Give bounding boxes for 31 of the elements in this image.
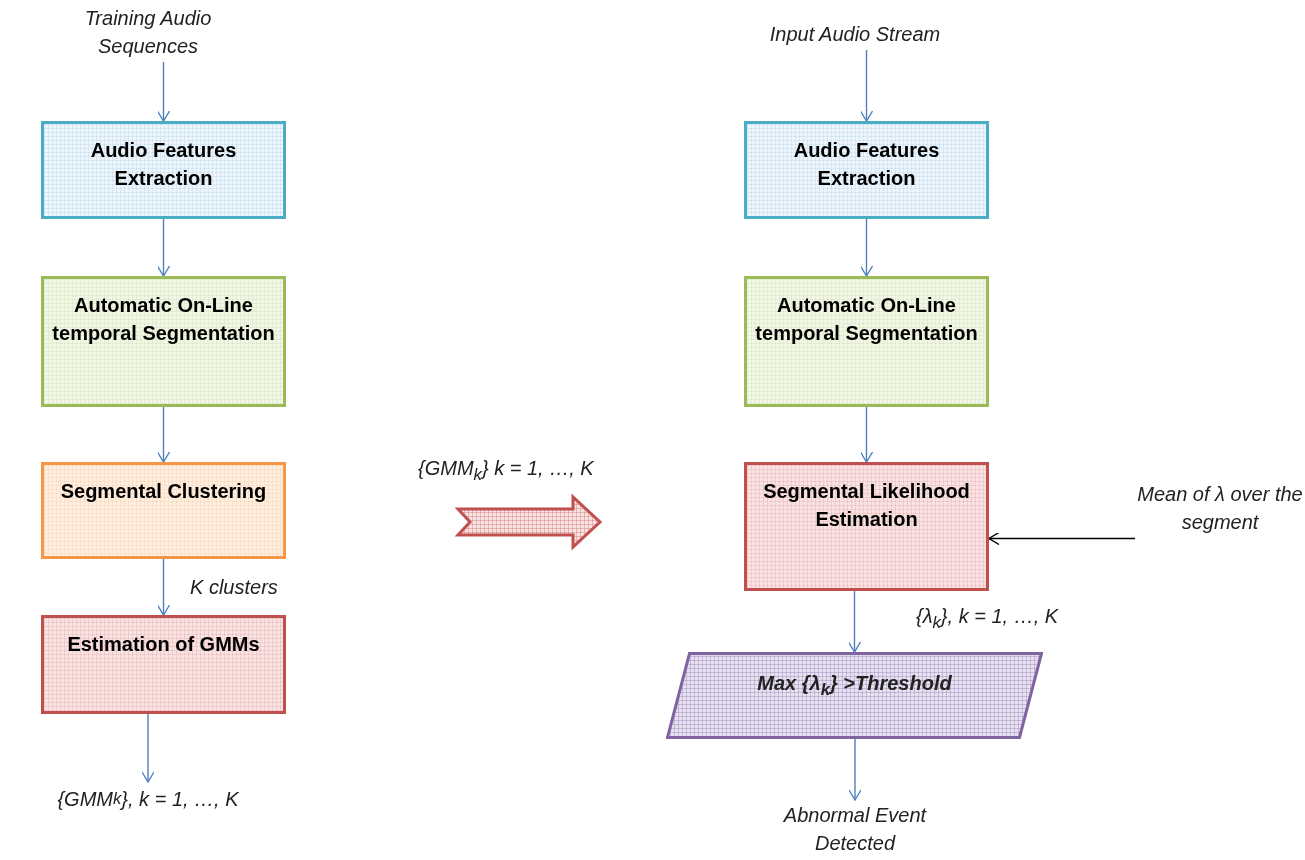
box-label: Audio Features Extraction (792, 138, 941, 191)
arrow (156, 406, 171, 463)
box-label: Segmental Likelihood Estimation (762, 479, 971, 532)
arrow (156, 218, 171, 277)
arrow (848, 738, 862, 801)
process-box (744, 462, 989, 591)
process-box (744, 276, 989, 407)
process-box (41, 462, 286, 559)
box-label: Estimation of GMMs (66, 632, 261, 657)
arrow (859, 49, 874, 122)
flow-endpoint-text: Input Audio Stream (735, 18, 975, 50)
decision-parallelogram (666, 652, 1043, 739)
flow-endpoint-text: Abnormal Event Detected (745, 800, 965, 858)
arrow (156, 558, 171, 616)
arrow (847, 590, 862, 653)
arrow (859, 218, 874, 277)
arrow (859, 406, 874, 463)
box-label: Automatic On-Line temporal Segmentation (51, 293, 276, 346)
process-box (744, 121, 989, 219)
flow-endpoint-text: Training Audio Sequences (38, 2, 258, 62)
box-label: Automatic On-Line temporal Segmentation (754, 293, 979, 346)
process-box (41, 615, 286, 714)
annotation-text: Mean of λ over the segment (1135, 480, 1305, 536)
arrow (988, 531, 1136, 546)
arrow (141, 713, 155, 783)
arrow (156, 61, 171, 122)
box-label: Max {λ$_{k}$} >Threshold (757, 672, 952, 700)
box-label: Segmental Clustering (59, 479, 268, 504)
process-box (41, 276, 286, 407)
box-label: Audio Features Extraction (89, 138, 238, 191)
process-box (41, 121, 286, 219)
